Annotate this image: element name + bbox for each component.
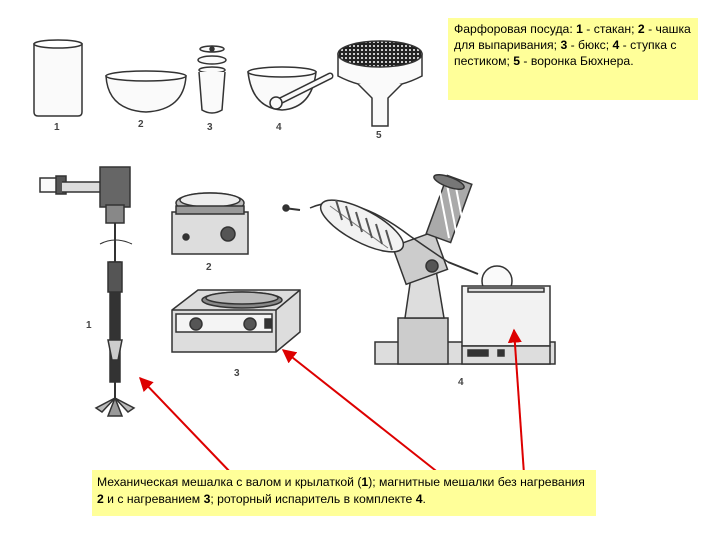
mechanical-stirrer: [40, 167, 134, 416]
evaporating-dish: [106, 71, 186, 112]
magnetic-stirrer-heated: [172, 290, 300, 352]
porcelain-beaker: [34, 40, 82, 116]
label-evaporating-dish: 2: [138, 119, 144, 130]
label-stirrer-unheated: 2: [206, 262, 212, 273]
magnetic-stirrer-unheated: [172, 193, 248, 254]
arrow-to-mechanical-stirrer: [140, 378, 232, 474]
buchner-funnel: [338, 41, 422, 126]
equipment-caption: Механическая мешалка с валом и крылаткой…: [92, 470, 596, 516]
label-stirrer-heated: 3: [234, 368, 240, 379]
weighing-bottle: [198, 46, 226, 113]
label-mechanical-stirrer: 1: [86, 320, 92, 331]
label-beaker: 1: [54, 122, 60, 133]
label-mortar: 4: [276, 122, 282, 133]
mortar-and-pestle: [248, 67, 330, 110]
label-weighing-bottle: 3: [207, 122, 213, 133]
label-buchner-funnel: 5: [376, 130, 382, 141]
porcelain-caption: Фарфоровая посуда: 1 - стакан; 2 - чашка…: [448, 18, 698, 100]
arrow-to-heated-stirrer: [283, 350, 440, 474]
label-rotary-evaporator: 4: [458, 377, 464, 388]
